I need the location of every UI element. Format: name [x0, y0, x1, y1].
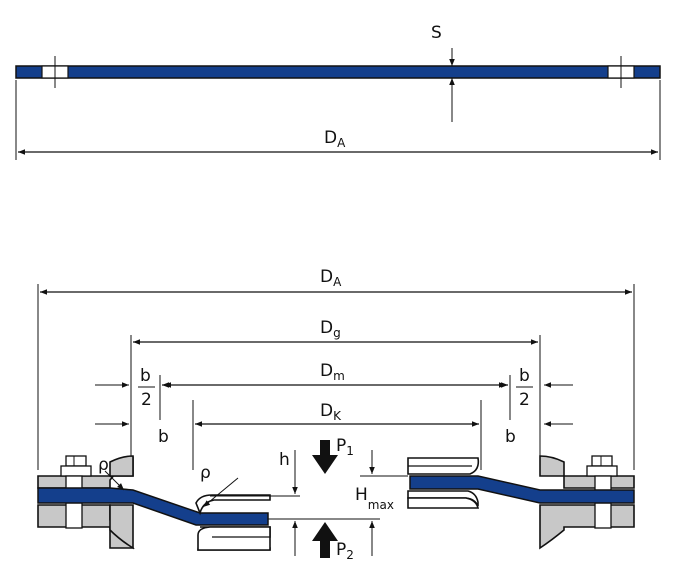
- load-label-p1: P1: [336, 436, 354, 458]
- outer-diameter-label: DA: [320, 267, 342, 289]
- width-label-right: b: [505, 427, 516, 447]
- radius-symbol-inner: ρ: [200, 463, 211, 483]
- contact-diameter-label: DK: [320, 401, 342, 423]
- radius-symbol-outer: ρ: [98, 455, 109, 475]
- half-width-numerator-left: b: [140, 366, 151, 386]
- mean-diameter-label: Dm: [320, 361, 345, 383]
- spring-plate-right: [409, 475, 635, 504]
- deflection-label: h: [279, 450, 290, 470]
- left-lower-ring: [195, 494, 271, 551]
- max-height-label: Hmax: [355, 485, 394, 512]
- load-arrow-p2: [312, 522, 338, 558]
- installed-spring-view: DA Dg Dm DK b 2 b b 2 b: [37, 267, 635, 562]
- half-width-denominator-left: 2: [141, 390, 152, 410]
- flat-plate: [15, 65, 661, 79]
- flat-plate-view: S DA: [15, 23, 661, 160]
- outer-diameter-label-top: DA: [324, 128, 346, 150]
- spring-plate: [37, 487, 269, 526]
- thickness-label: S: [431, 23, 442, 43]
- right-upper-ring: [407, 457, 480, 509]
- left-clamp: [37, 455, 135, 550]
- gauge-diameter-label: Dg: [320, 318, 341, 340]
- half-width-denominator-right: 2: [519, 390, 530, 410]
- load-arrow-p1: [312, 440, 338, 474]
- width-label-left: b: [158, 427, 169, 447]
- load-label-p2: P2: [336, 540, 354, 562]
- half-width-numerator-right: b: [519, 366, 530, 386]
